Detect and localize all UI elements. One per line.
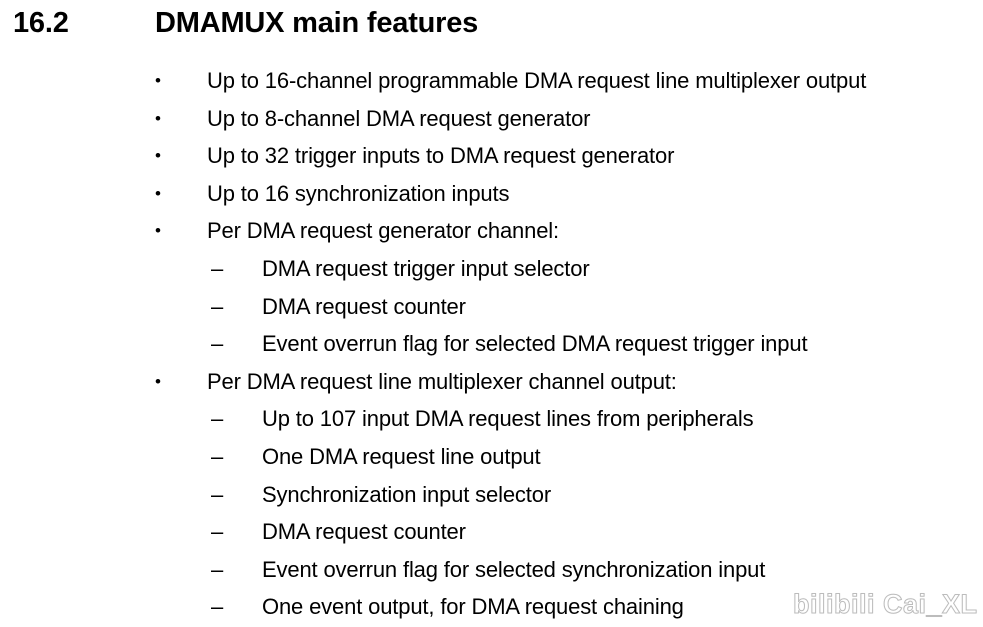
dash-icon: –	[211, 255, 224, 281]
page-title: 16.2 DMAMUX main features	[0, 0, 983, 52]
list-item: – Synchronization input selector	[0, 476, 983, 514]
list-item-label: Synchronization input selector	[262, 481, 551, 507]
bullet-icon: •	[155, 183, 161, 203]
list-item-label: Up to 16 synchronization inputs	[207, 180, 510, 206]
list-item-label: Event overrun flag for selected synchron…	[262, 556, 766, 582]
list-item-label: Up to 32 trigger inputs to DMA request g…	[207, 143, 675, 169]
list-item-label: One event output, for DMA request chaini…	[262, 594, 684, 620]
list-item: – Event overrun flag for selected synchro…	[0, 551, 983, 589]
dash-icon: –	[211, 556, 224, 582]
bullet-icon: •	[155, 146, 161, 166]
list-item: – One event output, for DMA request chain…	[0, 588, 983, 626]
dash-icon: –	[211, 594, 224, 620]
list-item: – DMA request counter	[0, 288, 983, 326]
feature-list: • Up to 16-channel programmable DMA reque…	[0, 62, 983, 626]
dash-icon: –	[211, 331, 224, 357]
list-item: – DMA request trigger input selector	[0, 250, 983, 288]
list-item-label: DMA request trigger input selector	[262, 255, 590, 281]
list-item-label: Event overrun flag for selected DMA requ…	[262, 331, 808, 357]
dash-icon: –	[211, 519, 224, 545]
heading-section-number: 16.2	[13, 7, 69, 39]
list-item: – Event overrun flag for selected DMA req…	[0, 325, 983, 363]
list-item: • Up to 16-channel programmable DMA reque…	[0, 62, 983, 100]
list-item: – Up to 107 input DMA request lines from …	[0, 400, 983, 438]
list-item-label: Up to 8-channel DMA request generator	[207, 105, 591, 131]
list-item: • Per DMA request generator channel:	[0, 212, 983, 250]
dash-icon: –	[211, 293, 224, 319]
bullet-icon: •	[155, 371, 161, 391]
dash-icon: –	[211, 406, 224, 432]
dash-icon: –	[211, 443, 224, 469]
dash-icon: –	[211, 481, 224, 507]
list-item-label: Per DMA request line multiplexer channel…	[207, 368, 677, 394]
list-item-label: DMA request counter	[262, 293, 466, 319]
list-item: • Up to 32 trigger inputs to DMA request …	[0, 137, 983, 175]
list-item: – One DMA request line output	[0, 438, 983, 476]
list-item: • Up to 8-channel DMA request generator	[0, 100, 983, 138]
list-item-label: Per DMA request generator channel:	[207, 218, 559, 244]
heading-section-title: DMAMUX main features	[155, 7, 479, 39]
list-item: – DMA request counter	[0, 513, 983, 551]
list-item-label: One DMA request line output	[262, 443, 541, 469]
bullet-icon: •	[155, 71, 161, 90]
list-item: • Per DMA request line multiplexer channe…	[0, 363, 983, 401]
bullet-icon: •	[155, 221, 161, 241]
list-item-label: Up to 16-channel programmable DMA reques…	[207, 68, 867, 93]
list-item-label: Up to 107 input DMA request lines from p…	[262, 406, 754, 432]
list-item: • Up to 16 synchronization inputs	[0, 175, 983, 213]
bullet-icon: •	[155, 108, 161, 128]
list-item-label: DMA request counter	[262, 519, 466, 545]
